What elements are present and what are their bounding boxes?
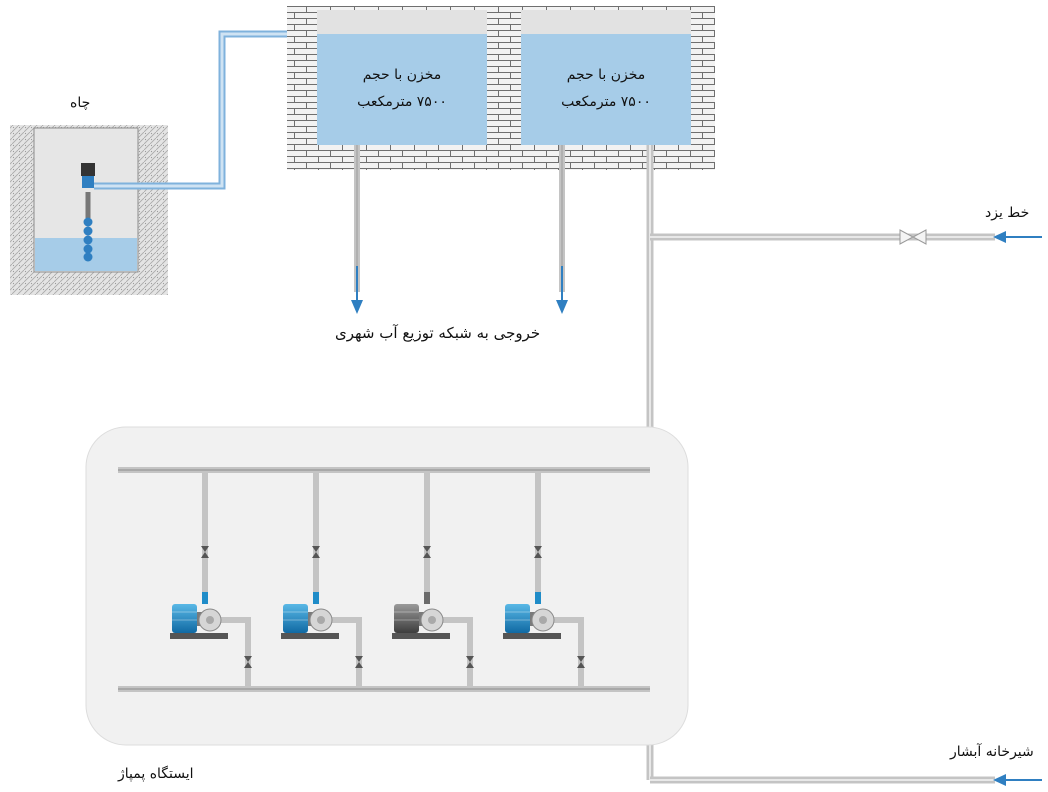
pump-suction-valve bbox=[423, 546, 431, 552]
pump-unit bbox=[170, 473, 252, 686]
pump-discharge-valve bbox=[355, 656, 363, 662]
tank-1-line1: مخزن با حجم bbox=[362, 67, 442, 83]
pump-impeller bbox=[317, 616, 325, 624]
pump-motor-inactive bbox=[394, 604, 419, 633]
pump-impeller bbox=[539, 616, 547, 624]
pump-suction-valve-lower bbox=[312, 552, 320, 558]
pump-discharge-valve bbox=[244, 656, 252, 662]
output-arrow-2-head bbox=[556, 300, 568, 314]
tank-1-water bbox=[317, 34, 487, 145]
well-to-tank-pipe bbox=[94, 30, 318, 190]
yazd-inlet-arrow-head bbox=[993, 231, 1006, 243]
pump-unit bbox=[392, 473, 474, 686]
well-label: چاه bbox=[70, 95, 91, 111]
pump-discharge-valve bbox=[466, 656, 474, 662]
well-submersible-pump bbox=[83, 217, 93, 262]
tank-2-line1: مخزن با حجم bbox=[566, 67, 646, 83]
tank-1-air bbox=[317, 10, 487, 34]
pump-inlet-nozzle bbox=[313, 592, 319, 604]
pump-discharge-valve bbox=[577, 656, 585, 662]
pump-row bbox=[170, 473, 585, 686]
pump-station-label: ایستگاه پمپاژ bbox=[118, 766, 194, 782]
pump-base bbox=[281, 633, 339, 639]
pump-inlet-nozzle bbox=[202, 592, 208, 604]
output-label: خروجی به شبکه توزیع آب شهری bbox=[335, 324, 541, 342]
tank-2-label: مخزن با حجم ۷۵۰۰ مترمکعب bbox=[521, 62, 691, 116]
pump-station-frame bbox=[85, 426, 689, 746]
reservoir-structure bbox=[287, 6, 715, 170]
abshar-line-label: شیرخانه آبشار bbox=[950, 744, 1034, 760]
output-arrow-1-head bbox=[351, 300, 363, 314]
output-pipes bbox=[351, 145, 568, 314]
yazd-line-valve bbox=[899, 229, 927, 245]
well-pump-outlet bbox=[82, 176, 94, 188]
tank-2-line2: ۷۵۰۰ مترمکعب bbox=[561, 94, 651, 110]
pump-suction-valve bbox=[201, 546, 209, 552]
pump-suction-valve bbox=[534, 546, 542, 552]
pump-motor-active bbox=[505, 604, 530, 633]
pump-discharge-valve-lower bbox=[577, 662, 585, 668]
pump-inlet-nozzle bbox=[535, 592, 541, 604]
pump-unit bbox=[503, 473, 585, 686]
pump-motor-active bbox=[283, 604, 308, 633]
pump-inlet-nozzle bbox=[424, 592, 430, 604]
well bbox=[10, 125, 168, 295]
pump-suction-valve bbox=[312, 546, 320, 552]
yazd-line-label: خط یزد bbox=[985, 205, 1030, 221]
pump-motor-active bbox=[172, 604, 197, 633]
pump-discharge-valve-lower bbox=[244, 662, 252, 668]
well-pump-head bbox=[81, 163, 95, 176]
pump-station bbox=[85, 426, 689, 746]
tank-2-water bbox=[521, 34, 691, 145]
pump-base bbox=[170, 633, 228, 639]
pump-suction-valve-lower bbox=[534, 552, 542, 558]
pump-discharge-valve-lower bbox=[355, 662, 363, 668]
pump-base bbox=[503, 633, 561, 639]
main-riser bbox=[641, 145, 1042, 786]
pump-impeller bbox=[428, 616, 436, 624]
abshar-inlet-arrow-head bbox=[993, 774, 1006, 786]
tank-2-air bbox=[521, 10, 691, 34]
pump-suction-valve-lower bbox=[423, 552, 431, 558]
pump-unit bbox=[281, 473, 363, 686]
tank-1-line2: ۷۵۰۰ مترمکعب bbox=[357, 94, 447, 110]
pump-suction-valve-lower bbox=[201, 552, 209, 558]
pump-base bbox=[392, 633, 450, 639]
pump-impeller bbox=[206, 616, 214, 624]
tank-1-label: مخزن با حجم ۷۵۰۰ مترمکعب bbox=[317, 62, 487, 116]
pump-discharge-valve-lower bbox=[466, 662, 474, 668]
